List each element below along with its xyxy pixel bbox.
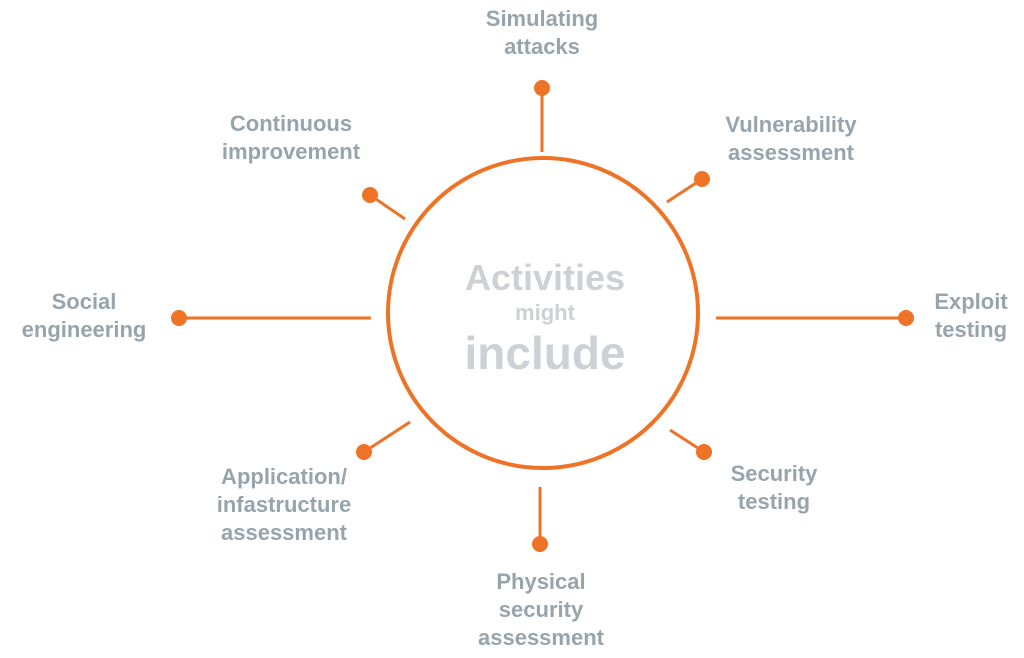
spoke-continuous-improvement xyxy=(362,187,406,221)
label-vulnerability-assessment: Vulnerability assessment xyxy=(725,112,857,165)
label-social-engineering: Social engineering xyxy=(21,289,147,342)
spoke-dot xyxy=(362,187,378,203)
center-title: Activities might include xyxy=(464,257,626,379)
spoke-physical-security-assessment xyxy=(532,487,548,552)
central-circle xyxy=(386,156,700,470)
spoke-simulating-attacks xyxy=(534,80,550,152)
spoke-dot xyxy=(534,80,550,96)
spoke-social-engineering xyxy=(171,310,371,326)
label-application-infastructure-assessment: Application/ infastructure assessment xyxy=(216,464,352,545)
spoke-security-testing xyxy=(669,428,712,460)
center-title-line-2: might xyxy=(515,300,575,325)
spoke-dot xyxy=(898,310,914,326)
spoke-dot xyxy=(356,444,372,460)
label-exploit-testing: Exploit testing xyxy=(934,289,1008,342)
spoke-dot xyxy=(171,310,187,326)
spoke-dot xyxy=(532,536,548,552)
label-continuous-improvement: Continuous improvement xyxy=(221,111,361,164)
center-title-line-3: include xyxy=(464,327,626,379)
center-title-line-1: Activities xyxy=(464,257,626,298)
spoke-dot xyxy=(694,171,710,187)
label-simulating-attacks: Simulating attacks xyxy=(485,6,599,59)
label-security-testing: Security testing xyxy=(730,461,818,514)
spoke-application-infastructure-assessment xyxy=(356,420,411,460)
label-physical-security-assessment: Physical security assessment xyxy=(478,569,604,650)
spoke-exploit-testing xyxy=(716,310,914,326)
spoke-vulnerability-assessment xyxy=(666,171,710,204)
spoke-dot xyxy=(696,444,712,460)
